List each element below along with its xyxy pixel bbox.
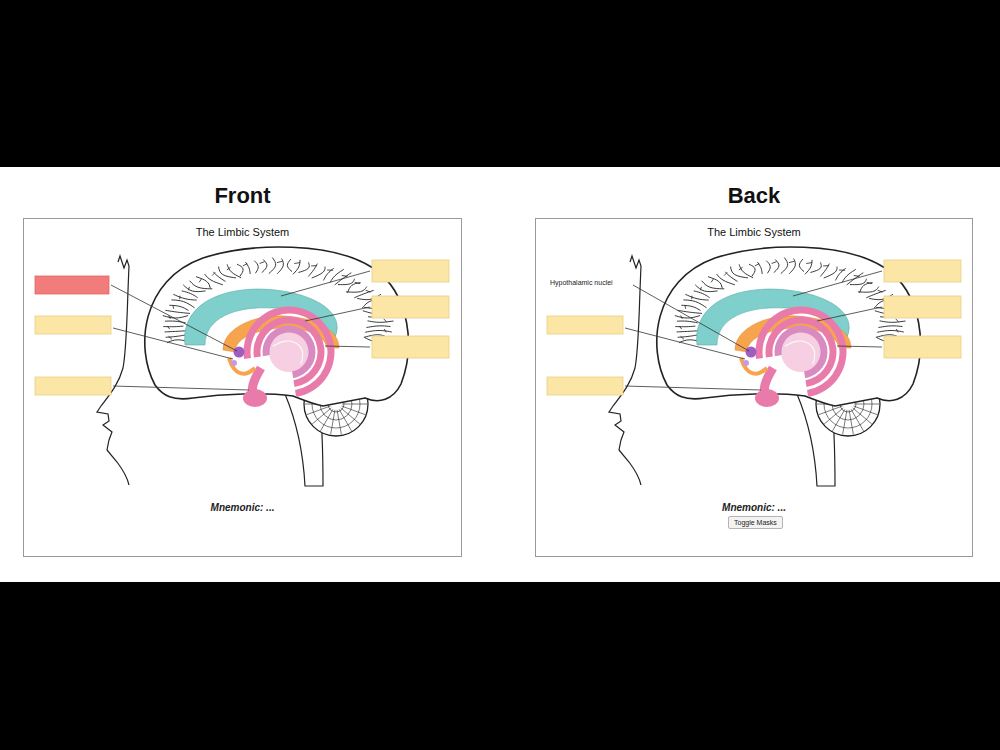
button-label: Toggle Masks (734, 519, 777, 526)
label-mask (372, 296, 449, 318)
structure-label: Hypothalamic nuclei (550, 279, 613, 286)
leader-line (817, 307, 882, 321)
label-mask (35, 276, 109, 294)
label-mask (884, 296, 961, 318)
card-title: The Limbic System (536, 226, 972, 238)
side-heading: Back (536, 183, 972, 209)
leader-line (633, 285, 749, 351)
mnemonic-text: Mnemonic: ... (536, 502, 972, 513)
leader-line (325, 346, 370, 347)
label-mask (884, 260, 961, 282)
side-heading: Front (24, 183, 461, 209)
leader-line (113, 386, 249, 390)
limbic-structures (185, 289, 339, 407)
label-mask (884, 336, 961, 358)
leader-line (793, 271, 882, 296)
label-mask (35, 316, 111, 334)
mnemonic-text: Mnemonic: ... (24, 502, 461, 513)
leader-line (111, 285, 237, 351)
brain-outline (657, 247, 921, 406)
card-title: The Limbic System (24, 226, 461, 238)
leader-line (625, 328, 745, 359)
limbic-structures (697, 289, 851, 407)
leader-line (113, 328, 233, 359)
brain-outline (145, 247, 409, 406)
label-mask (372, 336, 449, 358)
label-mask (547, 316, 623, 334)
face-profile (609, 256, 641, 485)
label-mask (35, 377, 111, 395)
label-mask (372, 260, 449, 282)
leader-line (625, 386, 761, 390)
leader-line (281, 271, 370, 296)
toggle-button: Toggle Masks (728, 516, 783, 529)
flashcard-panel: FrontThe Limbic SystemMnemonic: ... (23, 218, 462, 557)
leader-line (837, 346, 882, 347)
leader-line (305, 307, 370, 321)
label-mask (547, 377, 623, 395)
flashcard-panel: BackThe Limbic SystemMnemonic: ...Toggle… (535, 218, 973, 557)
